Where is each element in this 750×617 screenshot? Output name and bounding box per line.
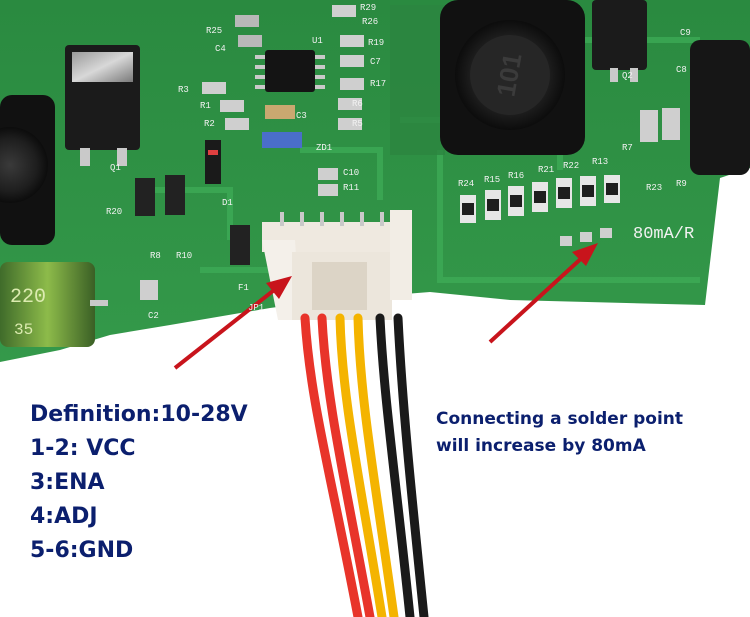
pin-vcc: 1-2: VCC bbox=[30, 436, 136, 461]
label-c7: C7 bbox=[370, 57, 381, 67]
label-r8: R8 bbox=[150, 251, 161, 261]
label-r23: R23 bbox=[646, 183, 662, 193]
label-r9: R9 bbox=[676, 179, 687, 189]
ic-u1 bbox=[255, 50, 325, 92]
label-current-rating: 80mA/R bbox=[633, 225, 694, 244]
silkscreen-labels: R25 C4 U1 R29 R26 R19 C7 R17 R6 R5 R3 R1… bbox=[106, 3, 694, 321]
label-u1: U1 bbox=[312, 36, 323, 46]
note-line-1: Connecting a solder point bbox=[436, 409, 684, 429]
label-r25: R25 bbox=[206, 26, 222, 36]
label-c2: C2 bbox=[148, 311, 159, 321]
wire-2 bbox=[317, 313, 375, 617]
label-r7: R7 bbox=[622, 143, 633, 153]
label-r24: R24 bbox=[458, 179, 474, 189]
cap-voltage-label: 35 bbox=[14, 321, 33, 339]
label-r21: R21 bbox=[538, 165, 554, 175]
label-q1: Q1 bbox=[110, 163, 121, 173]
arrow-to-connector bbox=[173, 276, 292, 370]
label-r29: R29 bbox=[360, 3, 376, 13]
pin-gnd: 5-6:GND bbox=[30, 538, 134, 563]
label-zd1: ZD1 bbox=[316, 143, 332, 153]
label-c10: C10 bbox=[343, 168, 359, 178]
label-d1: D1 bbox=[222, 198, 233, 208]
pin-definition-block: Definition:10-28V 1-2: VCC 3:ENA 4:ADJ 5… bbox=[30, 398, 248, 568]
label-r3: R3 bbox=[178, 85, 189, 95]
regulator-q2 bbox=[592, 0, 647, 82]
pin-ena: 3:ENA bbox=[30, 470, 105, 495]
wire-4 bbox=[353, 313, 399, 617]
label-q2: Q2 bbox=[622, 71, 633, 81]
wire-3 bbox=[335, 313, 387, 617]
label-r19: R19 bbox=[368, 38, 384, 48]
solder-point-note: Connecting a solder point will increase … bbox=[436, 406, 683, 460]
label-r26: R26 bbox=[362, 17, 378, 27]
label-r5: R5 bbox=[352, 119, 363, 129]
right-capacitor bbox=[690, 40, 750, 175]
pin-adj: 4:ADJ bbox=[30, 504, 98, 529]
cap-value-label: 220 bbox=[10, 286, 46, 309]
smd-components bbox=[135, 5, 364, 300]
left-inductor bbox=[0, 95, 55, 245]
label-r2: R2 bbox=[204, 119, 215, 129]
arrow-to-solder-point bbox=[488, 243, 598, 344]
wire-5 bbox=[375, 313, 415, 617]
right-inductor: 101 bbox=[440, 0, 585, 155]
wire-1 bbox=[300, 313, 363, 617]
jst-connector bbox=[262, 210, 412, 320]
note-line-2: will increase by 80mA bbox=[436, 436, 646, 456]
label-c3: C3 bbox=[296, 111, 307, 121]
regulator-q1 bbox=[65, 45, 140, 166]
electrolytic-capacitor: 220 35 bbox=[0, 262, 108, 347]
label-jp1: JP1 bbox=[248, 303, 264, 313]
label-r6: R6 bbox=[352, 99, 363, 109]
label-r10: R10 bbox=[176, 251, 192, 261]
label-f1: F1 bbox=[238, 283, 249, 293]
wire-6 bbox=[393, 313, 429, 617]
label-r17: R17 bbox=[370, 79, 386, 89]
inductor-marking: 101 bbox=[490, 51, 527, 99]
definition-title: Definition:10-28V bbox=[30, 402, 248, 427]
resistor-array bbox=[460, 108, 680, 246]
label-r1: R1 bbox=[200, 101, 211, 111]
label-c8: C8 bbox=[676, 65, 687, 75]
label-r20: R20 bbox=[106, 207, 122, 217]
label-r15: R15 bbox=[484, 175, 500, 185]
label-r22: R22 bbox=[563, 161, 579, 171]
label-c4: C4 bbox=[215, 44, 226, 54]
wire-harness bbox=[300, 313, 429, 617]
board-ridge bbox=[390, 5, 445, 155]
label-c9: C9 bbox=[680, 28, 691, 38]
label-r13: R13 bbox=[592, 157, 608, 167]
label-r16: R16 bbox=[508, 171, 524, 181]
label-r11: R11 bbox=[343, 183, 359, 193]
